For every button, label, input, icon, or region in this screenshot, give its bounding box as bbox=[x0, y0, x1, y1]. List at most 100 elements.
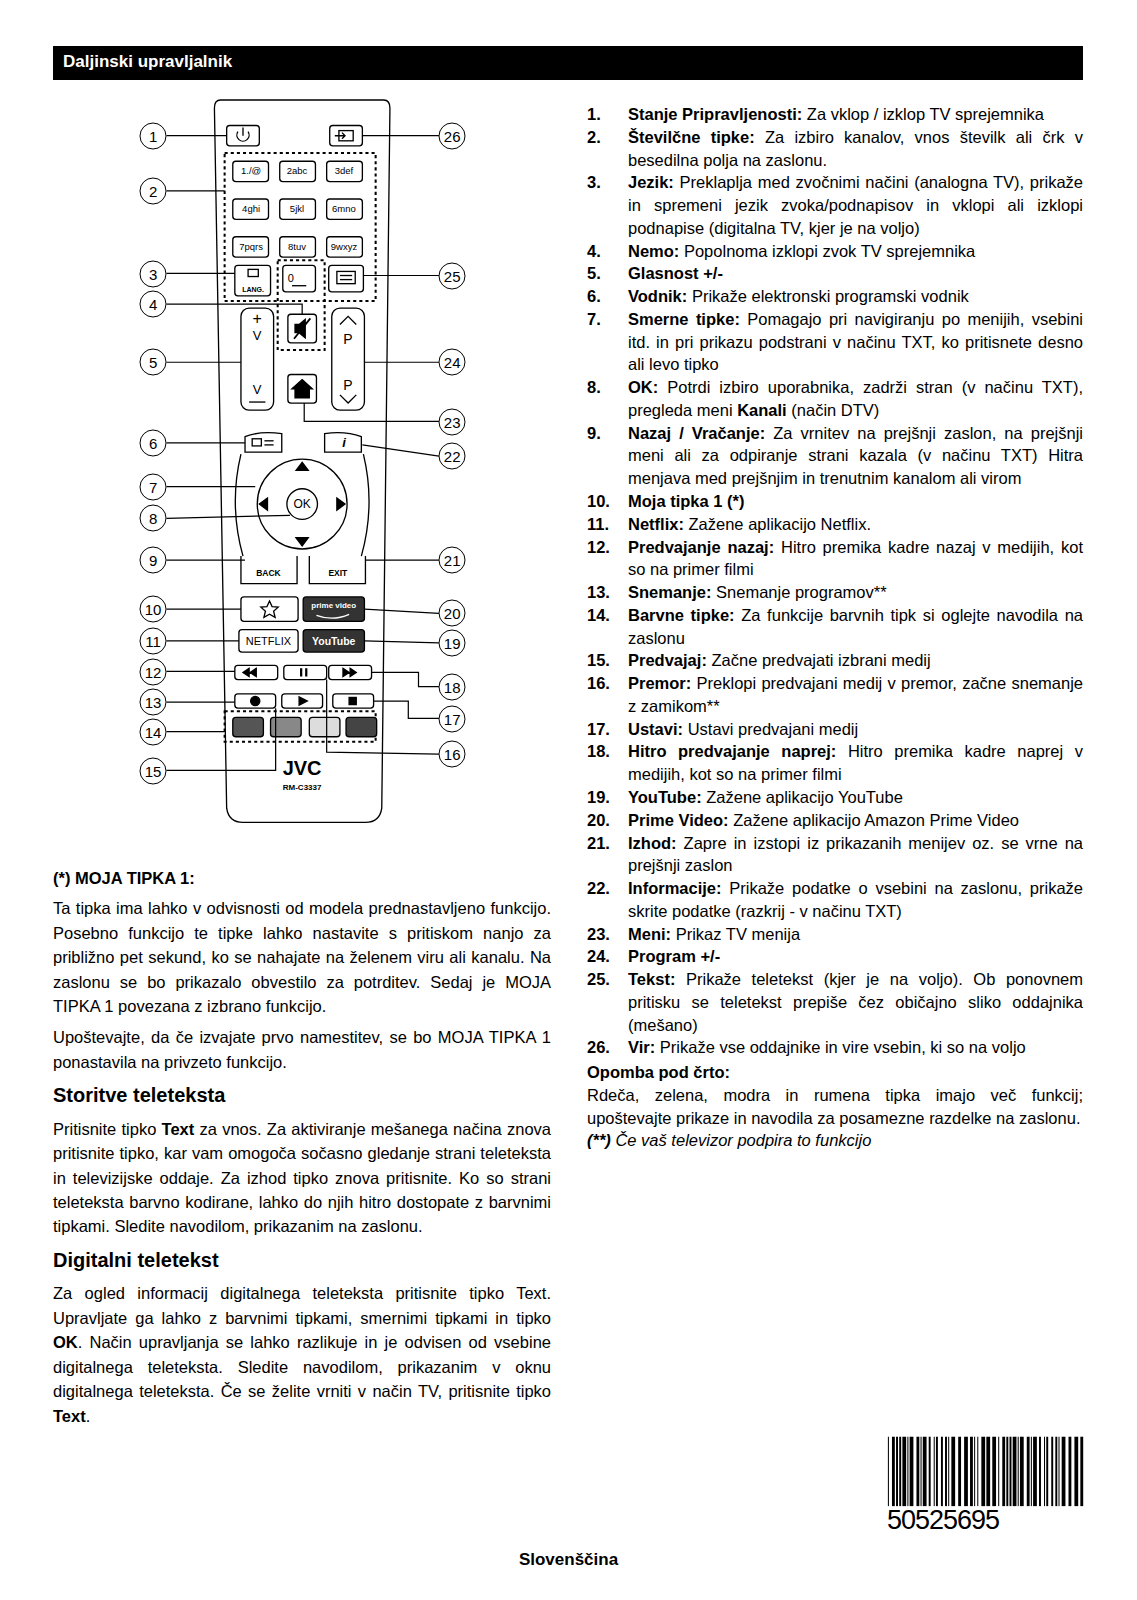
callout-number: 9 bbox=[140, 547, 167, 574]
callout-number: 14 bbox=[140, 718, 167, 745]
remote-part bbox=[235, 454, 369, 556]
callout-text: 26 bbox=[444, 127, 461, 144]
remote-part bbox=[327, 680, 439, 754]
callout-number: 5 bbox=[140, 349, 167, 376]
remote-part bbox=[340, 316, 356, 403]
item-number: 17. bbox=[587, 718, 610, 741]
space bbox=[611, 1131, 616, 1149]
remote-part bbox=[364, 609, 438, 613]
space bbox=[655, 1038, 660, 1056]
barcode-bar bbox=[910, 1437, 914, 1506]
barcode-bar bbox=[1069, 1437, 1072, 1506]
item-number: 5. bbox=[587, 262, 601, 285]
body-text: Upoštevajte, da če izvajate prvo namesti… bbox=[53, 1028, 551, 1070]
item-number: 19. bbox=[587, 786, 610, 809]
list-item: 9.Nazaj / Vračanje: Za vrnitev na prejšn… bbox=[587, 422, 1083, 490]
space bbox=[702, 788, 707, 806]
remote-part bbox=[235, 665, 278, 679]
footnote-mark: (**) bbox=[587, 1131, 611, 1149]
body-text: Ta tipka ima lahko v odvisnosti od model… bbox=[53, 899, 551, 1015]
list-item: 1.Stanje Pripravljenosti: Za vklop / izk… bbox=[587, 103, 1083, 126]
space bbox=[733, 401, 738, 419]
space bbox=[156, 1120, 161, 1138]
space bbox=[684, 515, 689, 533]
button-label: 8tuv bbox=[288, 242, 306, 252]
item-term: OK: bbox=[628, 378, 658, 396]
button-label: BACK bbox=[256, 568, 281, 577]
item-term: Jezik: bbox=[628, 173, 674, 191]
item-text: Zažene aplikacijo Netflix. bbox=[689, 515, 872, 533]
remote-part bbox=[235, 265, 271, 296]
remote-part bbox=[282, 694, 323, 708]
item-number: 3. bbox=[587, 171, 601, 194]
list-item: 20.Prime Video: Zažene aplikacijo Amazon… bbox=[587, 809, 1083, 832]
remote-part bbox=[166, 731, 224, 732]
item-number: 7. bbox=[587, 308, 601, 331]
remote-part bbox=[166, 701, 234, 702]
item-term: Netflix: bbox=[628, 515, 684, 533]
barcode-bar bbox=[1018, 1437, 1019, 1506]
remote-part bbox=[243, 668, 256, 676]
list-item: 25.Tekst: Prikaže teletekst (kjer je na … bbox=[587, 968, 1083, 1036]
button-label: + bbox=[253, 311, 262, 327]
callout-number: 25 bbox=[439, 262, 466, 289]
callout-text: 17 bbox=[444, 710, 461, 727]
space bbox=[675, 970, 686, 988]
space bbox=[735, 606, 742, 624]
list-item: 3.Jezik: Preklaplja med zvočnimi načini … bbox=[587, 171, 1083, 239]
remote-part bbox=[241, 597, 298, 621]
paragraph: Ta tipka ima lahko v odvisnosti od model… bbox=[53, 896, 551, 1018]
remote-part bbox=[241, 308, 274, 410]
remote-part bbox=[333, 694, 374, 708]
remote-part bbox=[264, 440, 273, 441]
button-label: P bbox=[343, 378, 352, 392]
list-item: 13.Snemanje: Snemanje programov** bbox=[587, 581, 1083, 604]
remote-part bbox=[292, 285, 306, 286]
remote-part bbox=[325, 433, 362, 452]
remote-part bbox=[337, 271, 355, 283]
button-label: 1./@ bbox=[241, 167, 261, 177]
remote-part bbox=[252, 439, 261, 446]
space bbox=[687, 287, 692, 305]
barcode-bar bbox=[929, 1437, 931, 1506]
remote-part bbox=[343, 668, 356, 676]
list-item: 8.OK: Potrdi izbiro uporabnika, zadrži s… bbox=[587, 376, 1083, 422]
item-number: 21. bbox=[587, 832, 610, 855]
remote-part bbox=[365, 560, 438, 561]
space bbox=[194, 1120, 199, 1138]
item-number: 26. bbox=[587, 1036, 610, 1059]
heading: (*) MOJA TIPKA 1: bbox=[53, 869, 195, 887]
space bbox=[679, 242, 684, 260]
barcode-bar bbox=[1039, 1437, 1041, 1506]
item-term: Stanje Pripravljenosti: bbox=[628, 105, 802, 123]
button-label: P bbox=[343, 332, 352, 346]
list-item: 12.Predvajanje nazaj: Hitro premika kadr… bbox=[587, 536, 1083, 582]
item-number: 15. bbox=[587, 649, 610, 672]
callout-number: 26 bbox=[439, 122, 466, 149]
list-item: 19.YouTube: Zažene aplikacijo YouTube bbox=[587, 786, 1083, 809]
list-item: 4.Nemo: Popolnoma izklopi zvok TV spreje… bbox=[587, 240, 1083, 263]
callout-text: 4 bbox=[149, 296, 157, 313]
item-number: 23. bbox=[587, 923, 610, 946]
callout-text: 19 bbox=[444, 635, 461, 652]
barcode-bar bbox=[888, 1437, 889, 1506]
remote-part bbox=[233, 237, 269, 257]
space bbox=[755, 128, 765, 146]
list-item: 22.Informacije: Prikaže podatke o vsebin… bbox=[587, 877, 1083, 923]
barcode-bar bbox=[1010, 1437, 1012, 1506]
item-term: Tekst: bbox=[628, 970, 675, 988]
item-term: Številčne tipke: bbox=[628, 128, 755, 146]
body-text: Pritisnite tipko bbox=[53, 1120, 156, 1138]
remote-part bbox=[166, 671, 234, 672]
list-item: 14.Barvne tipke: Za funkcije barvnih tip… bbox=[587, 604, 1083, 650]
item-number: 8. bbox=[587, 376, 601, 399]
item-term: Glasnost +/- bbox=[628, 264, 723, 282]
callout-number: 10 bbox=[140, 596, 167, 623]
space bbox=[707, 651, 712, 669]
remote-part bbox=[340, 279, 352, 280]
barcode-bar bbox=[977, 1437, 978, 1506]
remote-part bbox=[166, 362, 240, 363]
callout-text: 18 bbox=[444, 678, 461, 695]
item-number: 6. bbox=[587, 285, 601, 308]
item-term: Prime Video: bbox=[628, 811, 729, 829]
